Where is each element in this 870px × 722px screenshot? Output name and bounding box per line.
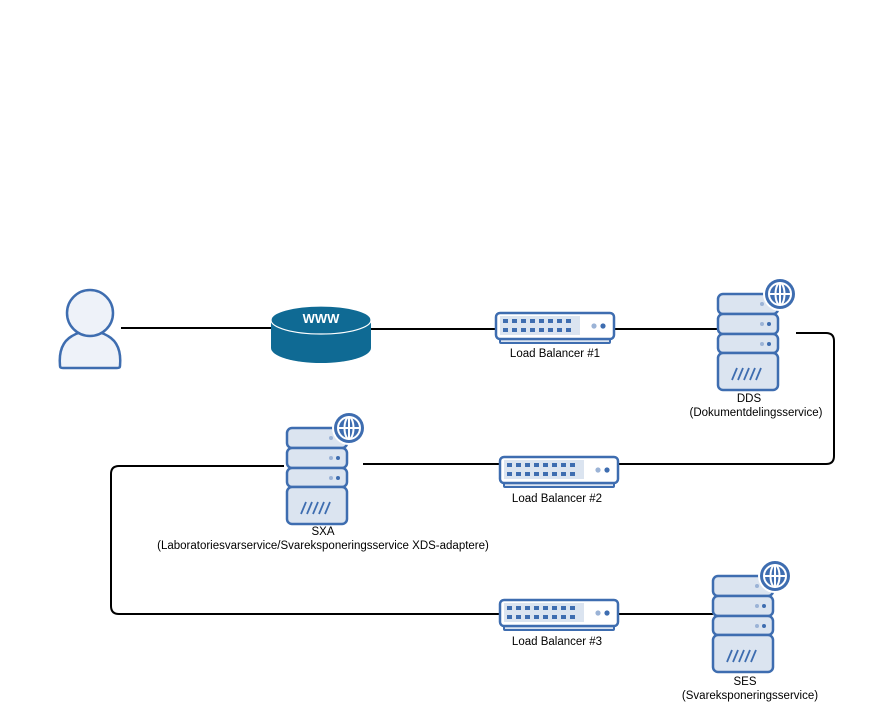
switch-icon	[498, 455, 620, 489]
sxa-name: SXA	[311, 526, 334, 538]
ses-server[interactable]: SES (Svareksponeringsservice)	[682, 557, 818, 702]
lb1-label: Load Balancer #1	[510, 348, 600, 360]
edge-sxa-lb3	[110, 465, 500, 615]
www-node[interactable]: WWW	[270, 305, 372, 363]
www-label: WWW	[303, 311, 341, 326]
edge-dds-lb2	[618, 332, 835, 465]
load-balancer-1[interactable]: Load Balancer #1	[494, 311, 616, 360]
ses-name: SES	[733, 676, 756, 688]
switch-icon	[498, 598, 620, 632]
dds-server[interactable]: DDS (Dokumentdelingsservice)	[690, 275, 823, 419]
lb3-label: Load Balancer #3	[512, 636, 602, 648]
web-server-icon	[716, 275, 799, 392]
switch-icon	[494, 311, 616, 345]
ses-description: (Svareksponeringsservice)	[682, 690, 818, 702]
dds-name: DDS	[737, 393, 762, 405]
lb2-label: Load Balancer #2	[512, 493, 602, 505]
user-node[interactable]	[58, 288, 122, 370]
web-server-icon	[711, 557, 794, 674]
connectors	[110, 327, 835, 615]
internet-cylinder-icon	[270, 305, 372, 363]
load-balancer-3[interactable]: Load Balancer #3	[498, 598, 620, 648]
dds-description: (Dokumentdelingsservice)	[690, 407, 823, 419]
load-balancer-2[interactable]: Load Balancer #2	[498, 455, 620, 505]
web-server-icon	[285, 409, 368, 526]
sxa-server[interactable]: SXA (Laboratoriesvarservice/Svareksponer…	[157, 409, 489, 552]
user-icon	[58, 288, 122, 370]
sxa-description: (Laboratoriesvarservice/Svareksponerings…	[157, 540, 489, 552]
